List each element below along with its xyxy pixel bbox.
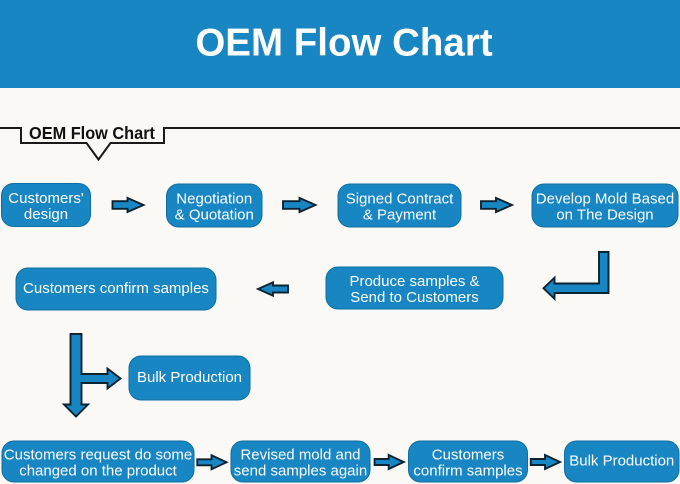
svg-text:Bulk Production: Bulk Production <box>569 453 674 470</box>
svg-text:Signed Contract& Payment: Signed Contract& Payment <box>346 191 454 224</box>
svg-text:OEM Flow Chart: OEM Flow Chart <box>195 22 492 65</box>
svg-text:Bulk Production: Bulk Production <box>137 369 242 386</box>
svg-text:Produce samples &Send to Custo: Produce samples &Send to Customers <box>349 273 479 306</box>
svg-text:OEM Flow Chart: OEM Flow Chart <box>29 123 155 143</box>
svg-text:Customers confirm samples: Customers confirm samples <box>23 280 209 297</box>
svg-text:Negotiation& Quotation: Negotiation& Quotation <box>175 191 254 224</box>
